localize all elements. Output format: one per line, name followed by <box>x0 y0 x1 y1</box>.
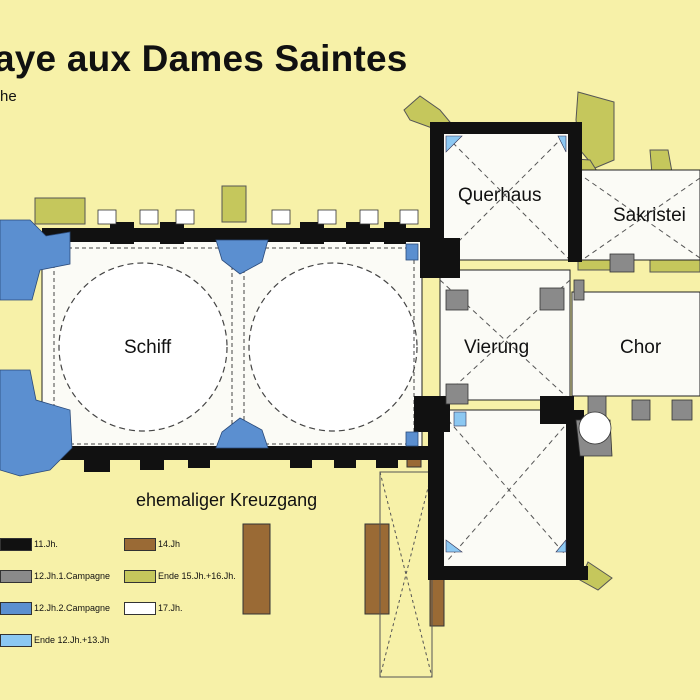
legend-swatch-17jh <box>124 602 156 615</box>
legend-label-14jh: 14.Jh <box>158 539 181 549</box>
legend-swatch-12jh-1 <box>0 570 32 583</box>
label-kreuzgang: ehemaliger Kreuzgang <box>136 490 318 510</box>
details-17th-century <box>97 209 612 445</box>
legend-label-ende-15jh: Ende 15.Jh.+16.Jh. <box>158 571 236 581</box>
page-title: aye aux Dames Saintes <box>0 38 408 79</box>
cloister-remains <box>242 454 445 627</box>
label-querhaus: Querhaus <box>458 185 542 206</box>
legend-swatch-12jh-2 <box>0 602 32 615</box>
legend-swatch-ende-12jh <box>0 634 32 647</box>
label-vierung: Vierung <box>464 337 530 358</box>
nave <box>41 237 423 451</box>
label-schiff: Schiff <box>124 337 172 358</box>
legend-label-17jh: 17.Jh. <box>158 603 183 613</box>
legend-swatch-ende-15jh <box>124 570 156 583</box>
legend-label-ende-12jh: Ende 12.Jh.+13.Jh <box>34 635 110 645</box>
walls-11th-century <box>42 122 588 580</box>
label-chor: Chor <box>620 337 662 358</box>
walls-12th-century-second <box>0 219 419 477</box>
legend-label-12jh-2: 12.Jh.2.Campagne <box>34 603 111 613</box>
page-subtitle: he <box>0 88 17 105</box>
legend-label-12jh-1: 12.Jh.1.Campagne <box>34 571 111 581</box>
legend-label-11jh: 11.Jh. <box>34 539 58 549</box>
legend-swatch-11jh <box>0 538 32 551</box>
legend-swatch-14jh <box>124 538 156 551</box>
label-sakristei: Sakristei <box>613 205 686 226</box>
details-late-12th-13th <box>445 135 567 553</box>
